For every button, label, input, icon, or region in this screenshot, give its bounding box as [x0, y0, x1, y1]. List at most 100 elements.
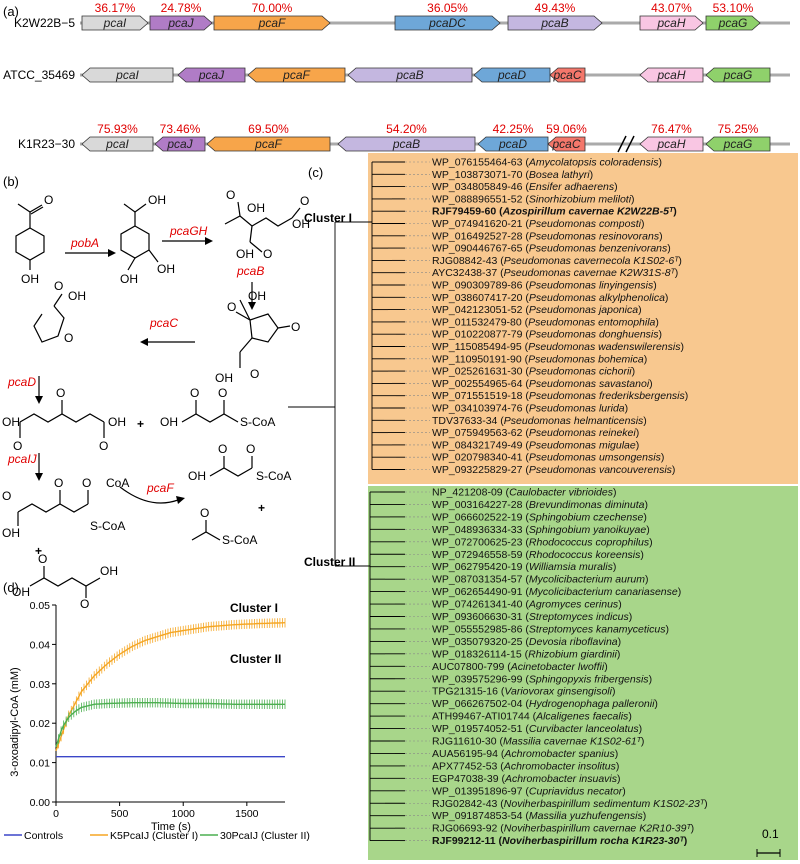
gene-label: pcaG: [718, 16, 748, 30]
tree-leaf: WP_072946558-59 (Rhodococcus koreensis): [432, 549, 644, 561]
y-tick-label: 0.01: [30, 758, 51, 770]
tree-leaf: WP_074941620-21 (Pseudomonas composti): [432, 218, 644, 230]
tree-leaf: WP_038607417-20 (Pseudomonas alkylphenol…: [432, 292, 668, 304]
tree-leaf: WP_002554965-64 (Pseudomonas savastanoi): [432, 378, 653, 390]
svg-text:O: O: [246, 442, 255, 456]
plus-sign-2: +: [35, 544, 42, 558]
tree-leaf: WP_020798340-41 (Pseudomonas umsongensis…: [432, 452, 664, 464]
tree-leaf: WP_048936334-33 (Sphingobium yanoikuyae): [432, 524, 650, 536]
gene-label: pcaB: [540, 16, 568, 30]
gene-label: pcaB: [395, 68, 423, 82]
tree-leaf: WP_034103974-76 (Pseudomonas lurida): [432, 403, 628, 415]
gene-arrow-pcaJ: [149, 15, 213, 31]
gene-label: pcaF: [254, 137, 282, 151]
tree-leaf: AUC07800-799 (Acinetobacter lwoffii): [432, 661, 608, 673]
identity-percent: 43.07%: [651, 1, 692, 15]
gene-arrow-pcaDC: [394, 15, 501, 31]
identity-percent: 36.17%: [95, 1, 136, 15]
series-2: [55, 697, 286, 748]
gene-arrow-pcaF: [247, 67, 346, 83]
identity-percent: 75.25%: [718, 122, 759, 136]
svg-text:OH: OH: [148, 193, 166, 207]
identity-percent: 49.43%: [535, 1, 576, 15]
strain-name: K1R23−30: [18, 137, 75, 151]
svg-text:O: O: [218, 386, 227, 400]
x-tick-label: 0: [53, 808, 59, 820]
tree-leaf: ATH99467-ATI01744 (Alcaligenes faecalis): [432, 711, 632, 723]
svg-text:O: O: [13, 439, 22, 453]
gene-arrow-pcaH: [639, 15, 704, 31]
strain-name: ATCC_35469: [3, 68, 75, 82]
gene-label: pcaD: [497, 68, 526, 82]
tree-leaf: TDV37633-34 (Pseudomonas helmanticensis): [432, 415, 647, 427]
enzyme-pobA: pobA: [70, 236, 99, 250]
identity-percent: 24.78%: [161, 1, 202, 15]
svg-text:O: O: [218, 442, 227, 456]
legend-entry: 30PcaIJ (Cluster II): [220, 830, 310, 842]
gene-label: pcaJ: [166, 137, 193, 151]
tree-leaf: RJG02842-43 (Noviherbaspirillum sediment…: [432, 798, 708, 810]
gene-label: pcaD: [498, 137, 527, 151]
gene-label: pcaDC: [428, 16, 466, 30]
gene-arrow-pcaC: [549, 67, 586, 83]
legend-entry: K5PcaIJ (Cluster I): [110, 830, 198, 842]
series-line: [55, 702, 285, 748]
molecule-muconolactone: O O OH OH O: [215, 289, 300, 385]
gene-arrow-pcaH: [639, 136, 704, 152]
gene-arrow-pcaG: [705, 136, 771, 152]
svg-text:S-CoA: S-CoA: [256, 469, 291, 483]
tree-leaf: WP_039575296-99 (Sphingopyxis fribergens…: [432, 673, 652, 685]
gene-arrow-pcaG: [705, 15, 761, 31]
y-axis-label: 3-oxoadipyl-CoA (mM): [9, 667, 21, 776]
pathway-panel: pobA pcaGH pcaB pcaC pcaD pcaIJ pcaF: [2, 188, 310, 611]
tree-leaf: EGP47038-39 (Achromobacter insuavis): [432, 773, 621, 785]
molecule-acetyl-coa: O S-CoA: [191, 506, 257, 547]
svg-text:OH: OH: [292, 217, 310, 231]
tree-leaf: WP_066602522-19 (Sphingobium czechense): [432, 511, 647, 523]
series-line: [55, 622, 286, 752]
tree-leaf: WP_003164227-28 (Brevundimonas diminuta): [432, 499, 648, 511]
tree-leaf: RJG08842-43 (Pseudomonas cavernecola K1S…: [432, 255, 682, 267]
molecule-protocatechuate: OH OH OH: [120, 193, 175, 286]
svg-text:S-CoA: S-CoA: [90, 519, 125, 533]
svg-text:OH: OH: [21, 272, 39, 286]
gene-arrow-pcaI: [81, 15, 149, 31]
y-tick-label: 0.04: [30, 639, 51, 651]
enzyme-pcaIJ: pcaIJ: [7, 452, 38, 466]
tree-branches: [288, 161, 405, 842]
identity-percent: 76.47%: [651, 122, 692, 136]
panel-c-label: (c): [308, 165, 323, 180]
annotation-cluster1: Cluster I: [230, 601, 278, 615]
phylogenetic-tree-panel: WP_076155464-63 (Amycolatopsis coloraden…: [288, 153, 798, 860]
gene-arrow-pcaF: [213, 15, 331, 31]
tree-leaf: AYC32438-37 (Pseudomonas cavernae K2W31S…: [432, 267, 678, 279]
molecule-succinyl-coa-2: OH O O S-CoA: [188, 442, 291, 483]
gene-label: pcaI: [105, 137, 129, 151]
enzyme-pcaC: pcaC: [149, 316, 178, 330]
identity-percent: 36.05%: [427, 1, 468, 15]
tree-leaf: RJG11610-30 (Massilia cavernae K1S02-61ᵀ…: [432, 736, 644, 748]
tree-leaf: WP_071551519-18 (Pseudomonas frederiksbe…: [432, 390, 688, 402]
y-tick-label: 0.05: [30, 600, 51, 612]
plus-sign-3: +: [258, 501, 265, 515]
svg-text:OH: OH: [215, 371, 233, 385]
svg-text:O: O: [99, 439, 108, 453]
chart-series: [55, 618, 286, 758]
gene-label: pcaI: [115, 68, 139, 82]
gene-label: pcaC: [551, 137, 580, 151]
gene-arrow-pcaC: [547, 136, 586, 152]
svg-text:OH: OH: [188, 469, 206, 483]
tree-leaf: WP_088896551-52 (Sinorhizobium meliloti): [432, 193, 635, 205]
tree-leaf: APX77452-53 (Achromobacter insolitus): [432, 760, 619, 772]
gene-label: pcaI: [103, 16, 127, 30]
molecule-succinate: OH O O OH: [12, 552, 118, 611]
svg-text:OH: OH: [248, 289, 266, 303]
x-tick-label: 1500: [235, 808, 259, 820]
